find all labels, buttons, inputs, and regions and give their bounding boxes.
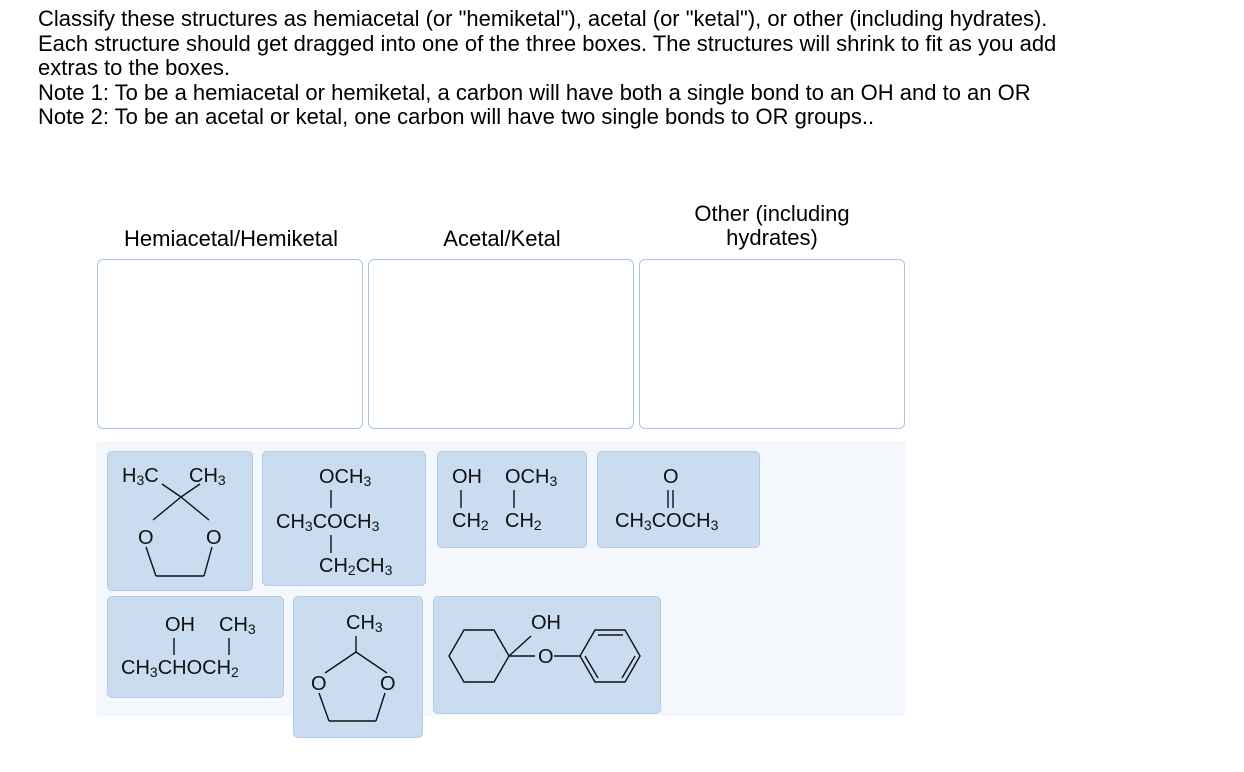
bin-label-acetal: Acetal/Ketal [443, 226, 561, 251]
s4-formula: CH3COCH3 [615, 510, 719, 533]
s7-o: O [538, 646, 554, 668]
s6-ch3: CH3 [346, 612, 383, 635]
structure-card-4[interactable]: O CH3COCH3 [597, 451, 760, 548]
s3-ch2-a: CH2 [452, 510, 489, 533]
structure-1-drawing: H3C CH3 O O [122, 465, 226, 577]
bin-label-other-line-1: Other (including [694, 201, 850, 226]
s6-o-left: O [311, 673, 327, 695]
instruction-line-2: Each structure should get dragged into o… [38, 30, 1057, 56]
bin-label-other: Other (including hydrates) [639, 202, 905, 250]
structure-card-5[interactable]: OH CH3 CH3CHOCH2 [107, 596, 284, 698]
s5-formula: CH3CHOCH2 [121, 657, 239, 680]
instruction-note-1: Note 1: To be a hemiacetal or hemiketal,… [38, 79, 1031, 105]
structure-4-drawing: O CH3COCH3 [615, 466, 719, 533]
s1-o-right: O [206, 527, 222, 549]
s4-o: O [663, 466, 679, 488]
s5-oh: OH [165, 614, 195, 636]
s3-oh: OH [452, 466, 482, 488]
s3-ch2-b: CH2 [505, 510, 542, 533]
structure-7-drawing: OH O [448, 612, 641, 683]
instruction-line-3: extras to the boxes. [38, 55, 230, 80]
instruction-note-2: Note 2: To be an acetal or ketal, one ca… [38, 104, 875, 129]
instruction-line-1: Classify these structures as hemiacetal … [38, 6, 1048, 31]
drop-zone-other[interactable] [639, 259, 905, 429]
bin-label-hemiacetal: Hemiacetal/Hemiketal [124, 226, 338, 251]
drop-zone-hemiacetal[interactable] [97, 259, 363, 429]
s2-mid: CH3COCH3 [276, 511, 380, 534]
structure-card-6[interactable]: CH3 O O [293, 596, 423, 738]
structure-card-1[interactable]: H3C CH3 O O [107, 451, 253, 591]
s3-och3: OCH3 [505, 466, 557, 489]
structure-3-drawing: OH OCH3 CH2 CH2 [452, 466, 557, 533]
s5-ch3: CH3 [219, 614, 256, 637]
structure-card-2[interactable]: OCH3 CH3COCH3 CH2CH3 [262, 451, 426, 586]
structure-6-drawing: CH3 O O [311, 612, 396, 722]
s1-o-left: O [138, 527, 154, 549]
structure-card-3[interactable]: OH OCH3 CH2 CH2 [437, 451, 587, 548]
s1-h: H3C [122, 465, 159, 488]
bin-label-other-line-2: hydrates) [726, 225, 818, 250]
s1-ch3: CH3 [189, 465, 226, 488]
s6-o-right: O [380, 673, 396, 695]
structure-2-drawing: OCH3 CH3COCH3 CH2CH3 [276, 466, 393, 578]
instructions: Classify these structures as hemiacetal … [38, 6, 1238, 130]
drop-zone-acetal[interactable] [368, 259, 634, 429]
structure-5-drawing: OH CH3 CH3CHOCH2 [121, 614, 256, 680]
s2-bottom: CH2CH3 [319, 555, 393, 578]
s7-oh: OH [531, 612, 561, 634]
s2-top: OCH3 [319, 466, 371, 489]
structure-card-7[interactable]: OH O [433, 596, 661, 714]
